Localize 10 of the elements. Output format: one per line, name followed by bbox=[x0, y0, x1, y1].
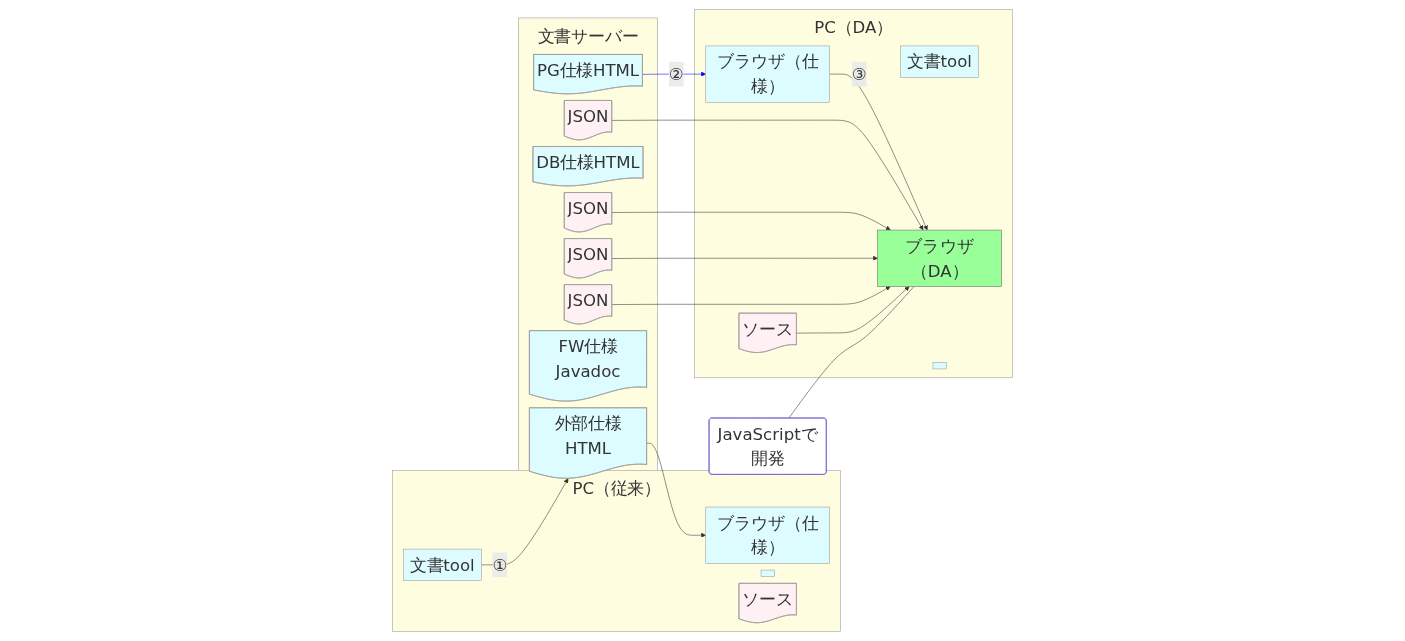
edge-label: ② bbox=[668, 64, 684, 84]
node-box: ブラウザ（仕様） bbox=[705, 506, 830, 564]
node-box: 文書tool bbox=[403, 548, 482, 581]
edge-label: ③ bbox=[851, 64, 867, 84]
node-box: ブラウザ（仕様） bbox=[705, 45, 830, 103]
edge-label: ① bbox=[492, 555, 508, 575]
node-box bbox=[932, 362, 947, 370]
node-box: 文書tool bbox=[900, 45, 979, 78]
node-box bbox=[760, 569, 775, 577]
node-box: ブラウザ（DA） bbox=[877, 229, 1002, 287]
